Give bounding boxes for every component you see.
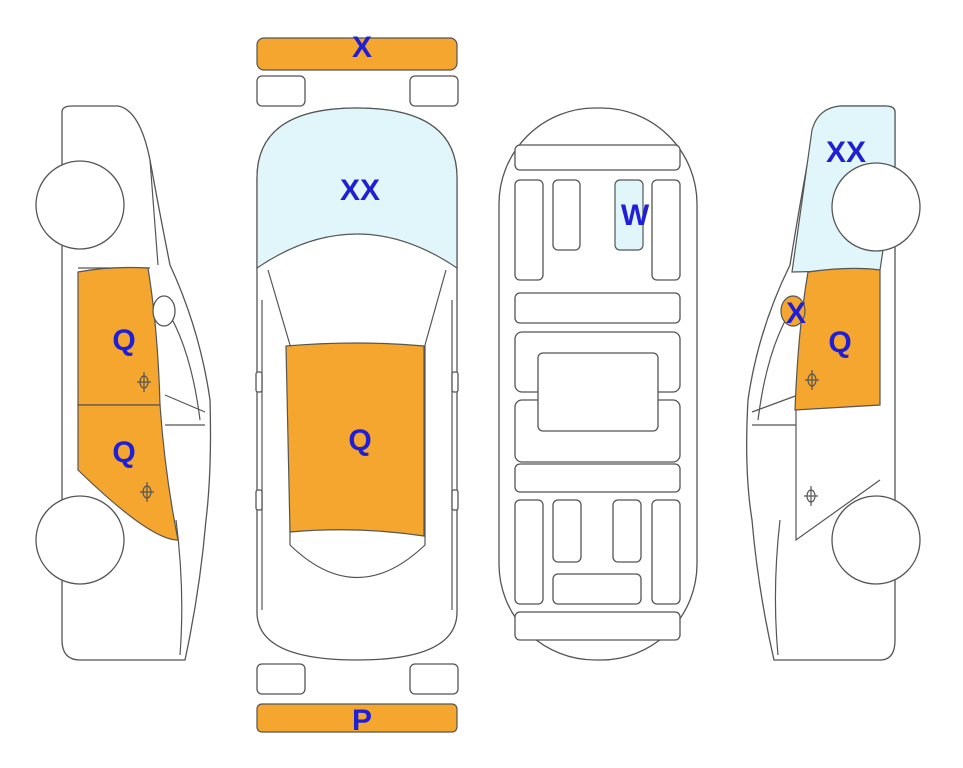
left-front-handle-icon <box>137 372 151 392</box>
roof-damage <box>285 342 425 537</box>
left-side-view: Q Q <box>35 105 212 661</box>
windshield-label: XX <box>340 174 380 207</box>
right-front-door-label: Q <box>828 326 851 359</box>
left-rear-door-damage <box>77 404 179 541</box>
right-front-wheel <box>831 162 921 252</box>
interior-damage <box>614 179 644 251</box>
right-rear-wheel <box>831 495 921 585</box>
left-front-wheel <box>35 160 125 250</box>
rear-bumper-label: P <box>352 704 372 737</box>
right-mirror-label: X <box>786 297 806 330</box>
right-mirror-damage <box>780 295 806 327</box>
left-mirror <box>152 295 176 327</box>
interior-label: W <box>621 199 650 232</box>
front-bumper-damage <box>256 37 458 71</box>
left-rear-wheel <box>35 495 125 585</box>
top-view: X XX Q P <box>255 31 459 737</box>
front-bumper-label: X <box>352 31 372 64</box>
left-rear-handle-icon <box>140 482 154 502</box>
right-rear-handle-icon <box>804 486 818 506</box>
right-side-view: XX X Q <box>746 105 921 661</box>
left-front-door-label: Q <box>112 324 135 357</box>
right-rear-glass-label: XX <box>826 136 866 169</box>
right-front-handle-icon <box>805 370 819 390</box>
windshield-glass <box>256 107 458 270</box>
left-front-door-damage <box>77 266 161 406</box>
rear-left-light <box>256 663 306 695</box>
interior-view: W <box>498 107 698 661</box>
left-rear-door-label: Q <box>112 436 135 469</box>
rear-right-light <box>409 663 459 695</box>
rear-bumper-damage <box>256 703 458 733</box>
roof-label: Q <box>348 424 371 457</box>
front-left-light <box>256 75 306 107</box>
front-right-light <box>409 75 459 107</box>
